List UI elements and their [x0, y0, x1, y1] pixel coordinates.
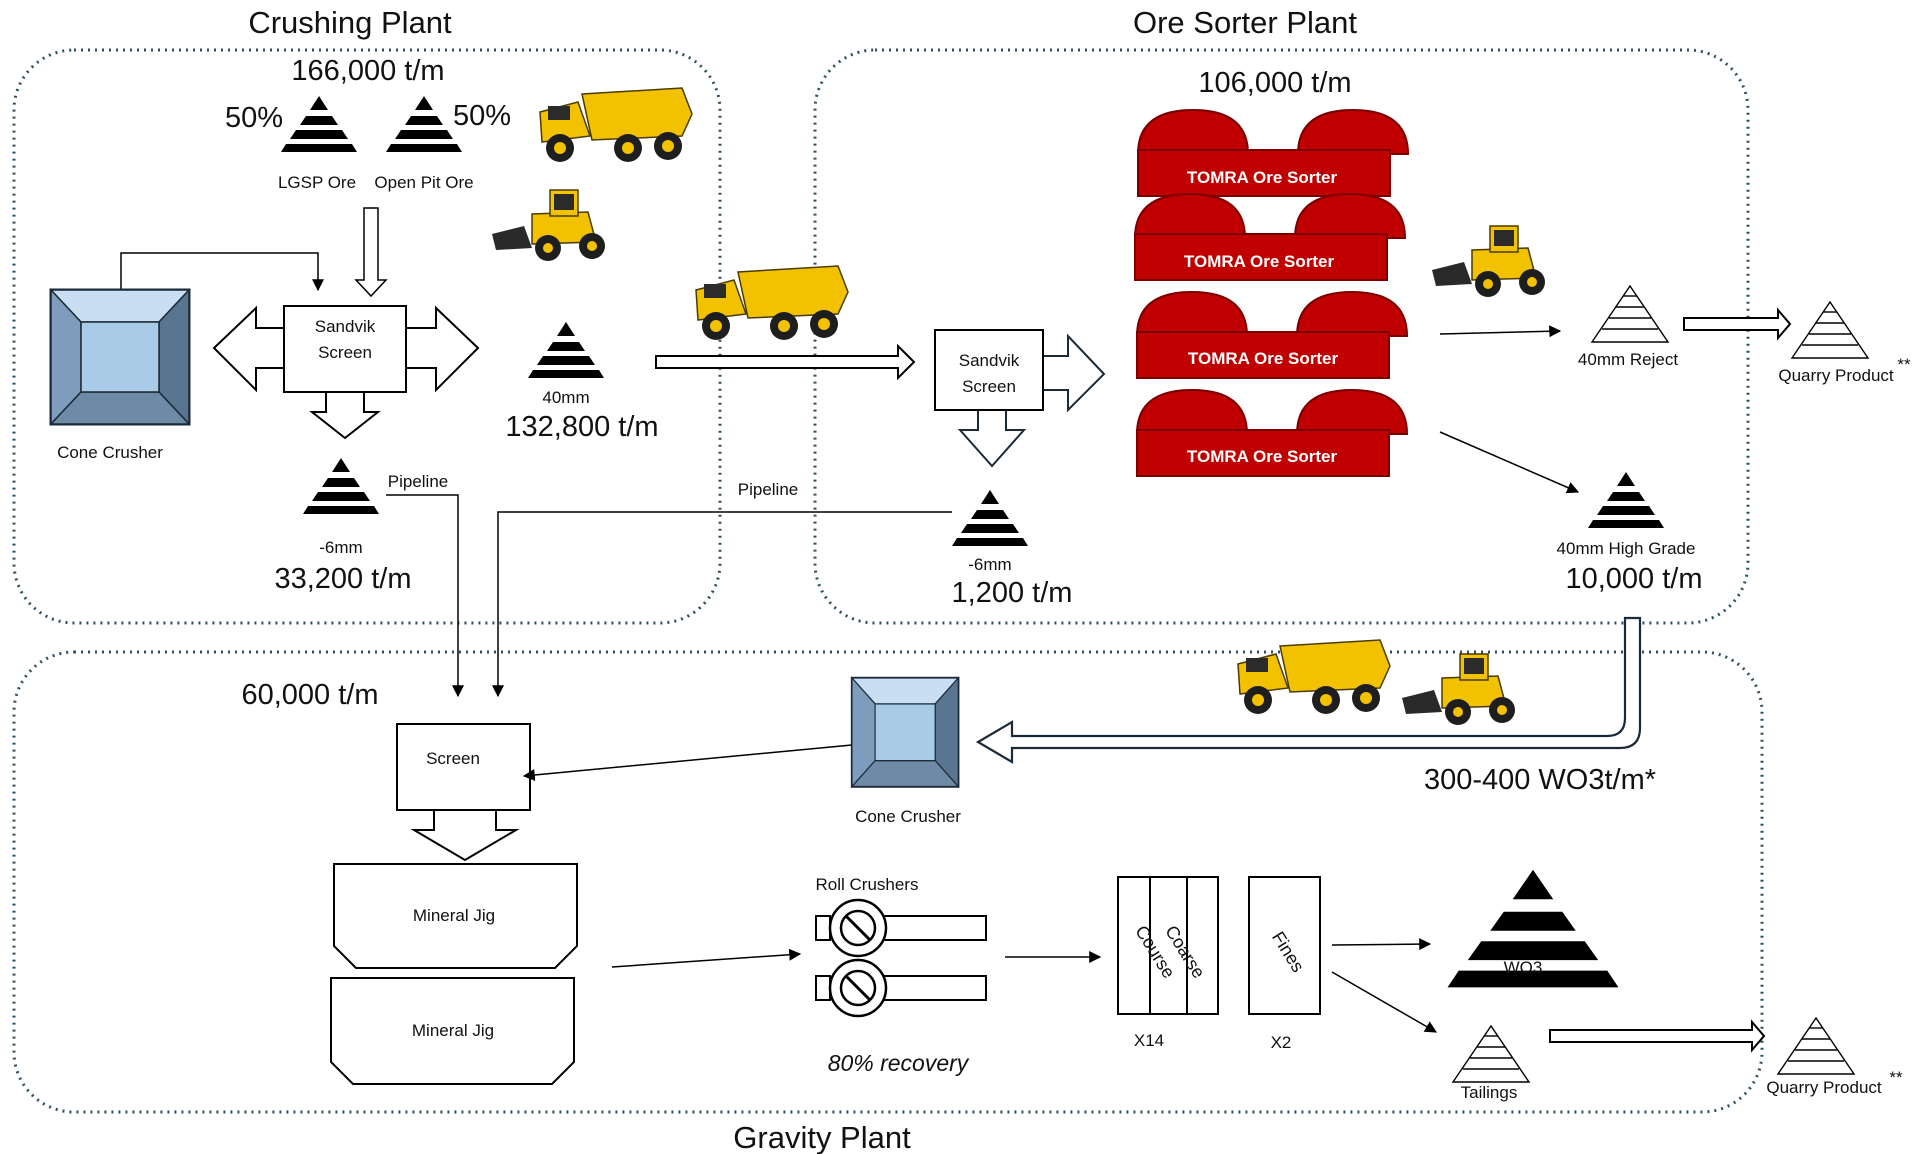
quarry-mark-top: **: [1897, 355, 1911, 374]
haul-truck-icon-gravity: [1237, 639, 1391, 715]
jig-to-roll-arrow: [611, 948, 802, 968]
recirculation-line: [120, 252, 324, 292]
open-pit-ore-label: Open Pit Ore: [374, 173, 473, 192]
screen-right-arrow: [405, 305, 480, 393]
recovery-label: 80% recovery: [828, 1050, 970, 1076]
fines-table: [1248, 876, 1321, 1015]
sorter-screen-down-arrow: [957, 409, 1027, 468]
sorter-screen-label-2: Screen: [962, 377, 1016, 396]
roll-crusher-icon-1: [814, 898, 988, 958]
cone-crusher-label: Cone Crusher: [57, 443, 163, 462]
roll-crushers-label: Roll Crushers: [816, 875, 919, 894]
quarry-stockpile-icon-bottom: [1777, 1017, 1855, 1075]
high-grade-rate: 10,000 t/m: [1565, 563, 1702, 595]
ore-sorter-plant-title: Ore Sorter Plant: [1133, 5, 1357, 40]
wo3-label: WO3: [1504, 958, 1543, 977]
sorter-screen-right-arrow: [1042, 333, 1106, 413]
reject-to-quarry-arrow: [1683, 307, 1792, 341]
wheel-loader-icon-sorter: [1431, 225, 1546, 298]
split-left-label: 50%: [225, 102, 283, 134]
tomra-label-3: TOMRA Ore Sorter: [1188, 349, 1339, 368]
tailings-label: Tailings: [1461, 1083, 1518, 1102]
lgsp-ore-stockpile-icon: [281, 96, 357, 152]
mineral-jig-1: [333, 863, 578, 969]
quarry-mark-bottom: **: [1889, 1068, 1903, 1087]
ore-sorter-plant-frame: [813, 48, 1750, 625]
high-grade-label: 40mm High Grade: [1557, 539, 1696, 558]
tomra-label-4: TOMRA Ore Sorter: [1187, 447, 1338, 466]
quarry-label-top: Quarry Product: [1778, 366, 1894, 385]
gravity-plant-frame: [12, 650, 1764, 1114]
cone-crusher-icon: [49, 288, 191, 426]
pipeline-sorter: [492, 511, 952, 698]
mineral-jig-2: [330, 977, 575, 1085]
count-fines-label: X2: [1271, 1033, 1292, 1052]
gravity-screen-label: Screen: [426, 749, 480, 768]
high-grade-stockpile-icon: [1588, 472, 1664, 528]
high-grade-arrow: [1439, 431, 1580, 494]
roll-crusher-icon-2: [814, 958, 988, 1018]
coarse-size-label: 40mm: [542, 388, 589, 407]
haul-truck-icon: [539, 87, 693, 163]
crusher-to-screen-arrow: [522, 744, 853, 781]
fines-to-tailings-arrow: [1331, 971, 1438, 1033]
high-grade-to-crusher-arrow: [975, 616, 1642, 764]
quarry-label-bottom: Quarry Product: [1766, 1078, 1882, 1097]
mineral-jig-label-2: Mineral Jig: [412, 1021, 494, 1040]
sandvik-screen-label-2: Screen: [318, 343, 372, 362]
sorter-fines-stockpile-icon: [952, 490, 1028, 546]
split-right-label: 50%: [453, 100, 511, 132]
gravity-plant-title: Gravity Plant: [733, 1120, 911, 1154]
sandvik-screen-crushing: [283, 305, 407, 393]
tailings-to-quarry-arrow: [1549, 1019, 1766, 1053]
feed-arrow: [354, 207, 388, 298]
tailings-stockpile-icon: [1452, 1025, 1530, 1083]
gravity-screen-down-arrow: [410, 807, 520, 862]
pipeline-crushing: [386, 494, 464, 698]
sorter-fines-rate: 1,200 t/m: [952, 577, 1073, 609]
sorter-screen-label-1: Sandvik: [959, 351, 1020, 370]
open-pit-ore-stockpile-icon: [386, 96, 462, 152]
gravity-feed-rate: 60,000 t/m: [241, 679, 378, 711]
reject-arrow: [1439, 325, 1562, 338]
tomra-label-1: TOMRA Ore Sorter: [1187, 168, 1338, 187]
gravity-cone-crusher-icon: [850, 676, 960, 788]
fines-6mm-stockpile-icon: [303, 458, 379, 514]
reject-label: 40mm Reject: [1578, 350, 1678, 369]
coarse-tables: [1117, 876, 1219, 1015]
wheel-loader-icon-gravity: [1401, 653, 1516, 726]
crushing-feed-rate: 166,000 t/m: [291, 55, 444, 87]
fines-to-product-arrow: [1331, 938, 1432, 951]
crushing-plant-frame: [12, 48, 722, 625]
fines-rate-label: 33,200 t/m: [274, 563, 411, 595]
screen-down-arrow: [309, 391, 381, 440]
tomra-label-2: TOMRA Ore Sorter: [1184, 252, 1335, 271]
mineral-jig-label-1: Mineral Jig: [413, 906, 495, 925]
count-coarse-label: X14: [1134, 1031, 1164, 1050]
coarse-40mm-stockpile-icon: [528, 322, 604, 378]
gravity-cone-crusher-label: Cone Crusher: [855, 807, 961, 826]
coarse-rate-label: 132,800 t/m: [505, 411, 658, 443]
reject-stockpile-icon: [1591, 285, 1669, 343]
fines-size-label: -6mm: [319, 538, 362, 557]
screen-left-arrow: [212, 305, 285, 393]
sorter-feed-rate: 106,000 t/m: [1198, 67, 1351, 99]
sandvik-screen-label-1: Sandvik: [315, 317, 376, 336]
crushing-plant-title: Crushing Plant: [248, 5, 452, 40]
quarry-stockpile-icon-top: [1791, 301, 1869, 359]
pipeline-label-crushing: Pipeline: [388, 472, 449, 491]
gravity-screen: [396, 723, 531, 811]
transfer-arrow-to-sorter: [655, 343, 916, 381]
pipeline-label-sorter: Pipeline: [738, 480, 799, 499]
lgsp-ore-label: LGSP Ore: [278, 173, 356, 192]
product-rate-label: 300-400 WO3t/m*: [1424, 764, 1656, 796]
sorter-fines-size: -6mm: [968, 555, 1011, 574]
wheel-loader-icon: [491, 189, 606, 262]
sandvik-screen-sorter: [934, 329, 1044, 411]
